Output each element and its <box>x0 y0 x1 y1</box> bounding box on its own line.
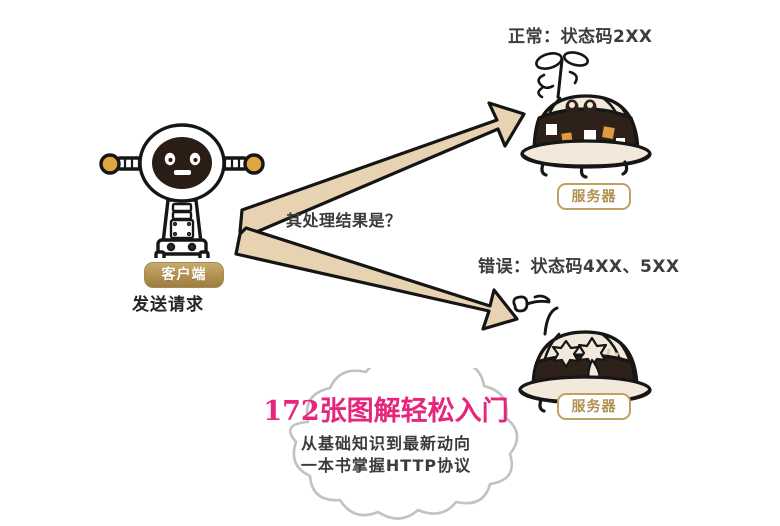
status-error-label: 错误：状态码4XX、5XX <box>478 257 680 277</box>
cloud-callout-icon <box>288 368 519 520</box>
question-label: 其处理结果是？ <box>286 211 402 230</box>
server-ok-badge: 服务器 <box>557 183 631 210</box>
status-ok-label: 正常：状态码2XX <box>508 27 653 47</box>
arrow-up-right-icon <box>238 101 526 238</box>
cloud-subtitle-2: 一本书掌握HTTP协议 <box>300 455 472 475</box>
client-badge: 客户端 <box>144 262 224 288</box>
cloud-text-block: 172张图解轻松入门 从基础知识到最新动向 一本书掌握HTTP协议 <box>252 396 520 477</box>
client-action-label: 发送请求 <box>132 295 204 315</box>
cloud-subtitle-1: 从基础知识到最新动向 <box>300 434 471 454</box>
server-happy-icon <box>520 51 652 179</box>
arrow-down-right-icon <box>234 226 519 331</box>
server-error-badge: 服务器 <box>557 393 631 420</box>
propeller-icon <box>535 51 590 99</box>
cloud-title: 172张图解轻松入门 <box>263 396 509 427</box>
broken-antenna-icon <box>512 294 559 336</box>
robot-client-icon <box>99 123 265 258</box>
